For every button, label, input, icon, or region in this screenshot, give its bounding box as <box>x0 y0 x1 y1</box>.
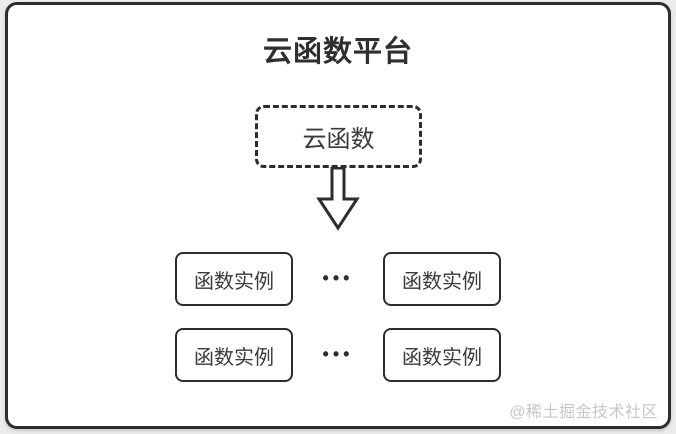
instance-node: 函数实例 <box>383 328 501 382</box>
cloud-function-label: 云函数 <box>302 126 375 153</box>
instance-label: 函数实例 <box>194 346 274 369</box>
instance-label: 函数实例 <box>402 346 482 369</box>
down-arrow-icon <box>316 167 360 231</box>
instance-label: 函数实例 <box>194 270 274 293</box>
instance-node: 函数实例 <box>383 252 501 306</box>
ellipsis-dots: ••• <box>322 268 354 288</box>
instance-node: 函数实例 <box>175 252 293 306</box>
instance-node: 函数实例 <box>175 328 293 382</box>
ellipsis-dots: ••• <box>322 344 354 364</box>
diagram-title: 云函数平台 <box>262 36 413 68</box>
watermark: @稀土掘金技术社区 <box>509 404 658 421</box>
instance-label: 函数实例 <box>402 270 482 293</box>
cloud-function-node: 云函数 <box>255 105 422 168</box>
